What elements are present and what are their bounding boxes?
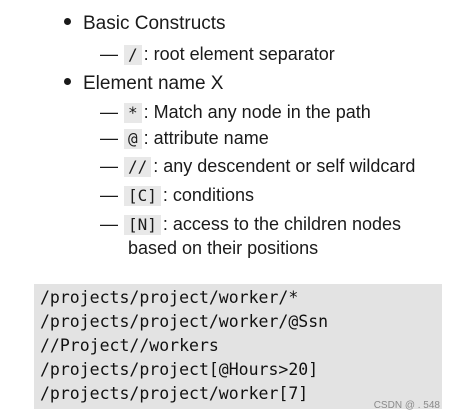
- dash-icon: —: [100, 156, 118, 176]
- code-token: //: [124, 157, 152, 177]
- sub-item-attribute: — @: attribute name: [100, 126, 269, 150]
- code-token: [N]: [124, 215, 161, 235]
- code-token: @: [124, 129, 142, 149]
- sub-item-text: : access to the children nodes: [162, 214, 402, 234]
- code-block: /projects/project/worker/* /projects/pro…: [34, 284, 442, 409]
- code-line: /projects/project[@Hours>20]: [40, 360, 319, 379]
- bullet-basic-constructs: Basic Constructs: [64, 12, 226, 36]
- code-line: /projects/project/worker/*: [40, 288, 299, 307]
- sub-item-children-access: — [N]: access to the children nodes: [100, 212, 401, 236]
- bullet-element-name: Element name X: [64, 72, 223, 96]
- code-token: [C]: [124, 186, 161, 206]
- dash-icon: —: [100, 128, 118, 148]
- sub-item-conditions: — [C]: conditions: [100, 183, 254, 207]
- sub-item-wildcard: — //: any descendent or self wildcard: [100, 154, 415, 178]
- sub-item-continuation: based on their positions: [128, 238, 319, 258]
- dash-icon: —: [100, 214, 118, 234]
- code-line: /projects/project/worker/@Ssn: [40, 312, 329, 331]
- sub-item-text: : attribute name: [143, 128, 269, 148]
- code-token: *: [124, 103, 142, 123]
- bullet-text: Basic Constructs: [83, 13, 226, 34]
- code-line: /projects/project/worker[7]: [40, 384, 309, 403]
- watermark: CSDN @ . 548: [373, 400, 440, 411]
- sub-item-text: : conditions: [162, 185, 254, 205]
- bullet-text: Element name X: [83, 73, 224, 94]
- sub-item-text: : Match any node in the path: [143, 102, 371, 122]
- dash-icon: —: [100, 102, 118, 122]
- sub-item-text: : root element separator: [143, 44, 335, 64]
- code-token: /: [124, 45, 142, 65]
- code-line: //Project//workers: [40, 336, 219, 355]
- bullet-dot-icon: [64, 18, 71, 26]
- sub-item-text: : any descendent or self wildcard: [153, 156, 416, 176]
- sub-item-match-any: — *: Match any node in the path: [100, 100, 371, 124]
- dash-icon: —: [100, 185, 118, 205]
- sub-item-root-separator: — /: root element separator: [100, 42, 335, 66]
- bullet-dot-icon: [64, 78, 71, 86]
- dash-icon: —: [100, 44, 118, 64]
